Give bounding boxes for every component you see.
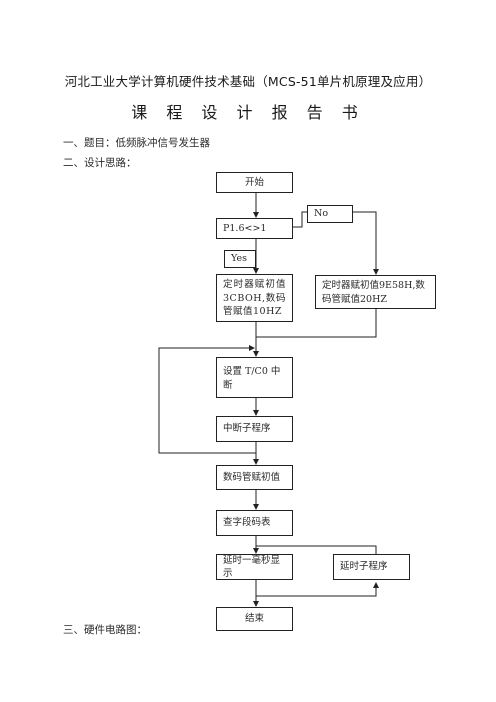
course-title: 河北工业大学计算机硬件技术基础（MCS-51单片机原理及应用） — [64, 74, 432, 89]
flow-delay-sub: 延时子程序 — [333, 554, 410, 580]
flow-delay-sub-label: 延时子程序 — [340, 561, 388, 573]
section-design-idea: 二、设计思路： — [63, 157, 137, 169]
flow-isr: 中断子程序 — [216, 416, 293, 442]
flow-seg-init-label: 数码管赋初值 — [223, 471, 281, 483]
flow-lookup-label: 查字段码表 — [223, 517, 271, 529]
section-topic: 一、题目：低频脉冲信号发生器 — [63, 137, 210, 149]
report-title: 课 程 设 计 报 告 书 — [131, 103, 365, 122]
flow-start: 开始 — [216, 172, 293, 193]
flow-timer-20hz-label: 定时器赋初值9E58H,数码管赋值20HZ — [322, 280, 425, 305]
flow-check-label: P1.6<>1 — [223, 222, 267, 234]
flow-set-tc0-label: 设置 T/C0 中断 — [223, 366, 281, 391]
flow-timer-10hz-label: 定时器赋初值3CBOH,数码管赋值10HZ — [223, 279, 286, 317]
flow-end: 结束 — [216, 607, 293, 631]
flow-delay-display-label: 延时一毫秒显示 — [223, 554, 281, 580]
flow-no-text: No — [314, 208, 329, 220]
flow-yes-text: Yes — [231, 253, 247, 265]
flow-check: P1.6<>1 — [216, 218, 293, 239]
flow-set-tc0: 设置 T/C0 中断 — [216, 357, 293, 398]
flow-no-label: No — [307, 205, 353, 223]
flow-timer-10hz: 定时器赋初值3CBOH,数码管赋值10HZ — [216, 274, 293, 322]
flow-start-label: 开始 — [244, 176, 264, 188]
flow-seg-init: 数码管赋初值 — [216, 465, 293, 490]
flow-lookup: 查字段码表 — [216, 510, 293, 536]
flow-yes-label: Yes — [224, 250, 256, 268]
flow-delay-display: 延时一毫秒显示 — [216, 554, 293, 580]
line-delay-to-sub — [256, 582, 379, 597]
flow-timer-20hz: 定时器赋初值9E58H,数码管赋值20HZ — [315, 275, 436, 309]
section-circuit-diagram: 三、硬件电路图： — [63, 624, 147, 636]
flow-isr-label: 中断子程序 — [223, 423, 271, 435]
flow-end-label: 结束 — [244, 613, 264, 625]
